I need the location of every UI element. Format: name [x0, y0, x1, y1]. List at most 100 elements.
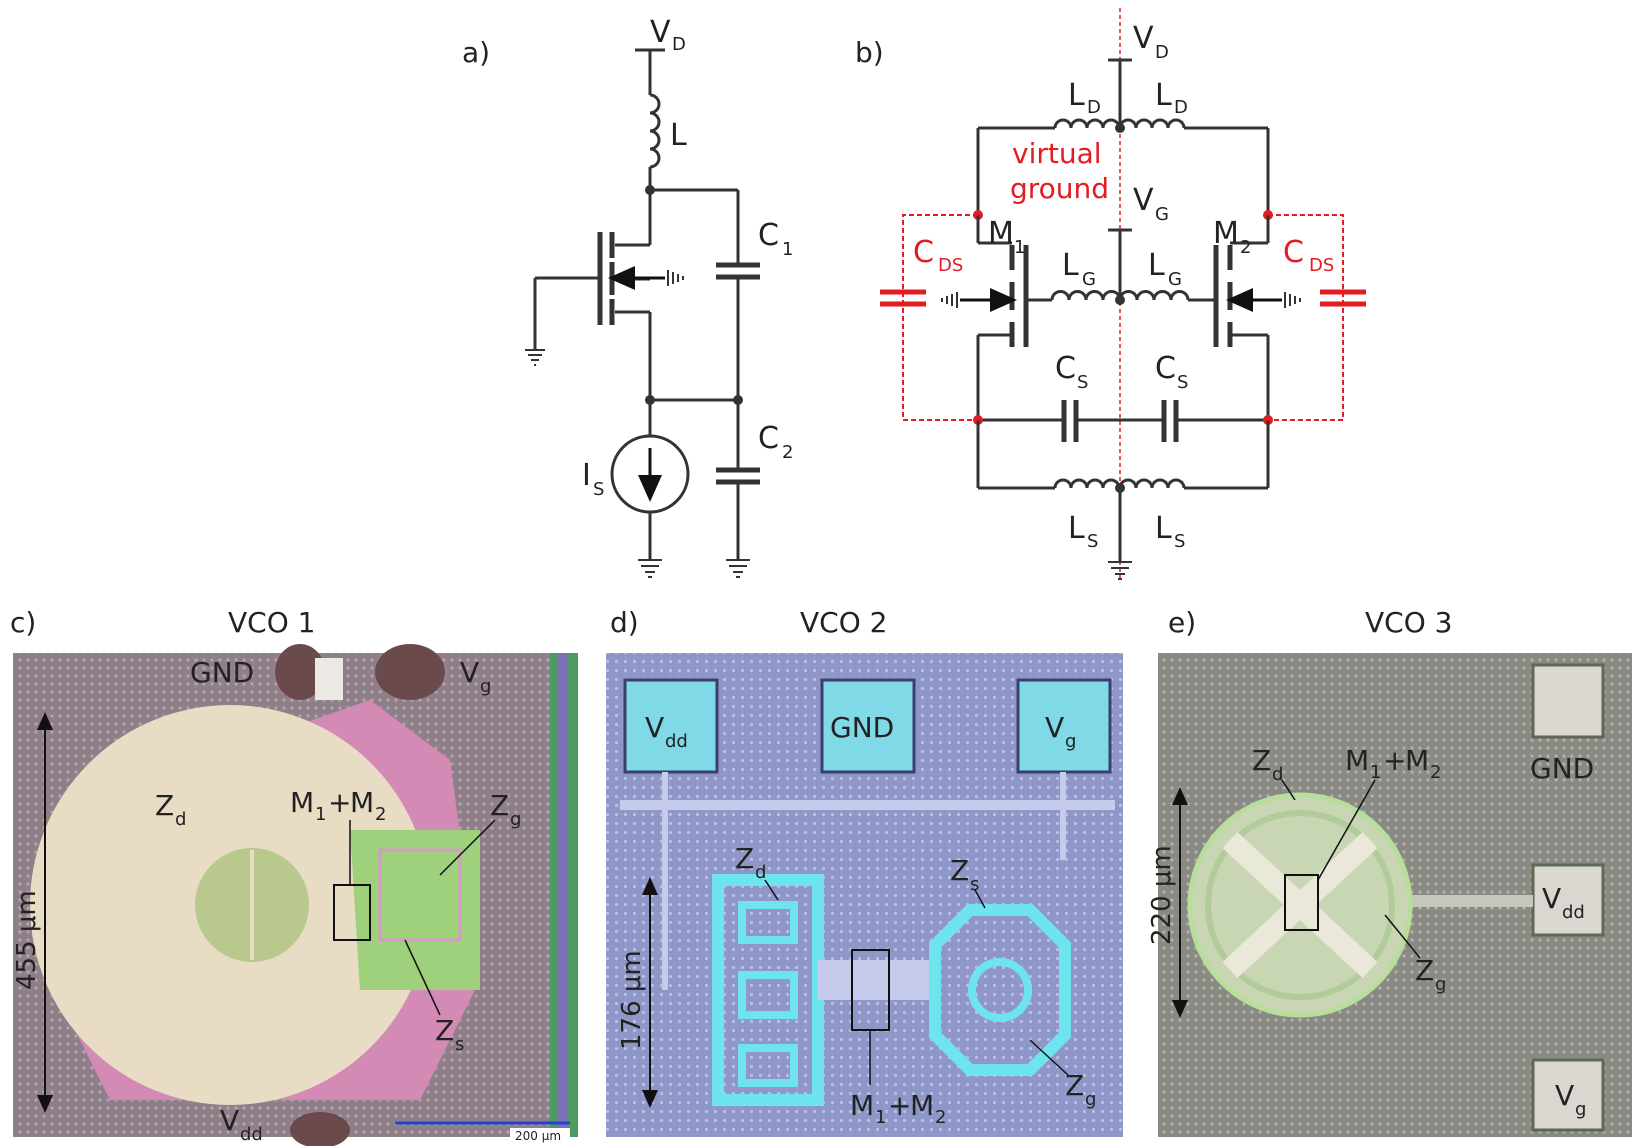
ls-sub-right: S: [1174, 531, 1185, 552]
cds-label-left: C: [913, 235, 934, 270]
vco1-vg-sub: g: [480, 676, 491, 697]
vco1-zg-sub: g: [510, 809, 521, 830]
vco3-vdd: V: [1542, 882, 1561, 915]
vg-label-b: V: [1133, 183, 1154, 218]
l-label-a: L: [670, 118, 687, 153]
vco2-zg-sub: g: [1085, 1089, 1096, 1110]
ld-label-right: L: [1155, 78, 1172, 113]
vco3-pad-vdd: [1531, 863, 1605, 937]
vco3-zg: Z: [1415, 954, 1434, 987]
ls-label-right: L: [1155, 511, 1172, 546]
vco3-pad-gnd: [1531, 663, 1605, 739]
vco2-m2: M: [910, 1089, 934, 1122]
lg-label-right: L: [1148, 248, 1165, 283]
vco1-zd-sub: d: [175, 809, 186, 830]
vco2-m: M: [850, 1089, 874, 1122]
vco2-vg: V: [1045, 711, 1064, 744]
vco3-zg-sub: g: [1435, 974, 1446, 995]
vco2-pad-gnd: [820, 678, 916, 774]
vco3-vdd-sub: dd: [1562, 902, 1585, 923]
virtual-label: virtual: [1012, 137, 1102, 170]
vco2-zg: Z: [1065, 1069, 1084, 1102]
circuit-a: a) V D L C 1: [462, 15, 793, 578]
ground-label: ground: [1010, 172, 1109, 205]
vco3-scale-text: 220 μm: [1147, 845, 1177, 945]
inductor-l: [649, 93, 661, 169]
vd-label-a: V: [650, 15, 671, 50]
vco3-zd: Z: [1252, 744, 1271, 777]
cs-label-right: C: [1155, 351, 1176, 386]
vco1-vg: V: [460, 656, 479, 689]
vco2-m1-sub: 1: [875, 1107, 886, 1128]
c1-label-a: C: [758, 218, 779, 253]
m2-label: M: [1213, 216, 1239, 251]
vco3-zd-sub: d: [1272, 764, 1283, 785]
vco2-zs: Z: [950, 854, 969, 887]
photo-vco3: e) VCO 3 220 μm GND V dd V g Z d Z g M 1…: [1147, 606, 1632, 1137]
vco2-gnd: GND: [830, 711, 894, 744]
cds-sub-left: DS: [938, 255, 963, 276]
cs-label-left: C: [1055, 351, 1076, 386]
photo-vco1: c) VCO 1 200 μm 455 μm GND V g V dd Z d …: [10, 606, 578, 1146]
vco3-title: VCO 3: [1365, 606, 1452, 639]
vco2-pad-vg: [1016, 678, 1112, 774]
ls-label-left: L: [1068, 511, 1085, 546]
vco2-zd: Z: [735, 842, 754, 875]
vco1-m2: M: [350, 786, 374, 819]
vco3-m1-sub: 1: [1370, 762, 1381, 783]
panel-a-label: a): [462, 36, 490, 69]
vco1-m1-sub: 1: [315, 804, 326, 825]
vco3-gnd: GND: [1530, 752, 1594, 785]
lg-sub-right: G: [1168, 269, 1182, 290]
vco2-zd-sub: d: [755, 862, 766, 883]
cds-label-right: C: [1283, 235, 1304, 270]
vco1-scalebar-text: 200 μm: [515, 1129, 561, 1143]
c1-sub-a: 1: [782, 239, 793, 260]
cs-sub-right: S: [1177, 372, 1188, 393]
vco3-m: M: [1345, 744, 1369, 777]
is-sub-a: S: [593, 479, 604, 500]
vco1-zs-sub: s: [455, 1034, 464, 1055]
m1-label: M: [988, 216, 1014, 251]
panel-e-label: e): [1168, 606, 1196, 639]
vco2-vdd-sub: dd: [665, 731, 688, 752]
c2-label-a: C: [758, 421, 779, 456]
vco1-vdd: V: [220, 1104, 239, 1137]
is-label-a: I: [582, 458, 591, 493]
vd-sub-b: D: [1155, 42, 1169, 63]
vco2-zs-sub: s: [970, 874, 979, 895]
vco3-m2-sub: 2: [1430, 762, 1441, 783]
circuit-b: b) V D L D L D virtual ground: [855, 8, 1366, 580]
vco1-title: VCO 1: [228, 606, 315, 639]
ld-sub-left: D: [1087, 97, 1101, 118]
vco2-scale-text: 176 μm: [617, 950, 647, 1050]
vco3-m2: M: [1405, 744, 1429, 777]
ld-sub-right: D: [1174, 97, 1188, 118]
vco3-vg-sub: g: [1575, 1099, 1586, 1120]
cds-sub-right: DS: [1309, 255, 1334, 276]
vco2-vdd: V: [645, 711, 664, 744]
lg-sub-left: G: [1082, 269, 1096, 290]
ls-sub-left: S: [1087, 531, 1098, 552]
cs-sub-left: S: [1077, 372, 1088, 393]
m2-sub: 2: [1240, 237, 1251, 258]
panel-d-label: d): [610, 606, 639, 639]
vco1-scale-text: 455 μm: [12, 890, 42, 990]
vd-label-b: V: [1133, 21, 1154, 56]
vd-sub-a: D: [672, 34, 686, 55]
vg-sub-b: G: [1155, 204, 1169, 225]
vco2-m2-sub: 2: [935, 1107, 946, 1128]
vco3-plus: +: [1383, 744, 1406, 777]
vco1-vdd-sub: dd: [240, 1124, 263, 1145]
vco3-vg: V: [1555, 1079, 1574, 1112]
photo-vco2: d) VCO 2 176 μm V dd GND V g Z d Z s Z g…: [606, 606, 1123, 1137]
vco1-zs: Z: [435, 1014, 454, 1047]
vco2-pad-vdd: [623, 678, 719, 774]
vco1-gnd: GND: [190, 656, 254, 689]
vco1-zg: Z: [490, 789, 509, 822]
vco2-title: VCO 2: [800, 606, 887, 639]
vco1-m2-sub: 2: [375, 804, 386, 825]
vco1-plus: +: [328, 786, 351, 819]
m1-sub: 1: [1014, 237, 1025, 258]
